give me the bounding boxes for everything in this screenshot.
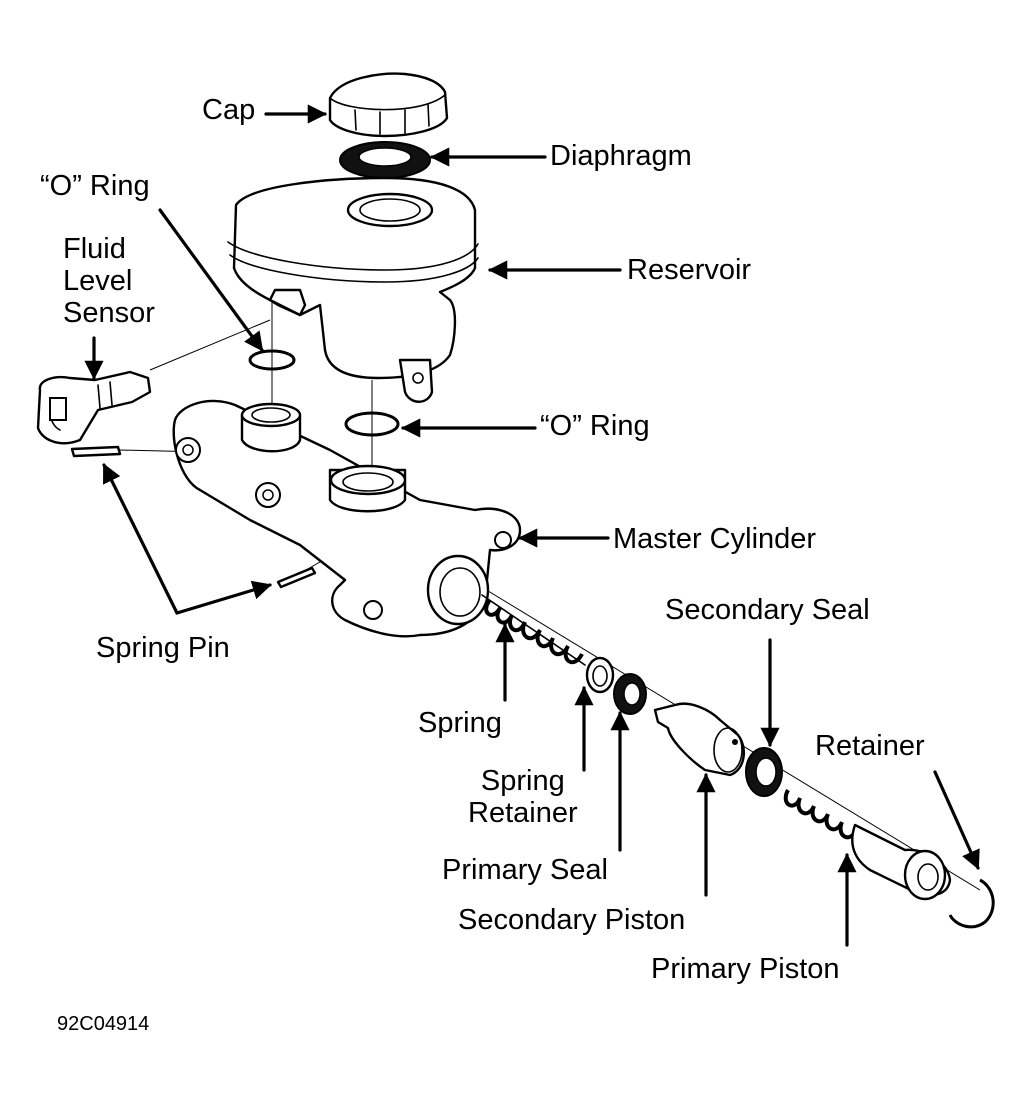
diaphragm-part bbox=[339, 141, 431, 179]
spring-part bbox=[481, 594, 586, 666]
secondary-seal-label: Secondary Seal bbox=[665, 594, 870, 626]
spring-label: Spring bbox=[418, 707, 502, 739]
cap-part bbox=[328, 72, 449, 138]
cap-label: Cap bbox=[202, 94, 256, 126]
master-cylinder-body-part bbox=[172, 399, 522, 638]
primary-seal-part bbox=[613, 673, 647, 715]
o-ring-upper-part bbox=[248, 349, 296, 371]
retainer-clip-part bbox=[948, 878, 995, 929]
secondary-seal-part bbox=[745, 747, 783, 797]
fluid-level-sensor-label: Fluid Level Sensor bbox=[63, 233, 155, 329]
secondary-piston-part bbox=[653, 702, 746, 777]
spring-retainer-part bbox=[585, 656, 615, 694]
leader-arrows bbox=[84, 104, 980, 947]
master-cylinder-label: Master Cylinder bbox=[613, 523, 817, 555]
reservoir-part bbox=[227, 176, 479, 403]
o-ring-lower-part bbox=[344, 411, 400, 437]
primary-piston-part bbox=[783, 789, 952, 901]
o-ring-lower-label: “O” Ring bbox=[540, 410, 650, 442]
spring-pin-label: Spring Pin bbox=[96, 632, 230, 664]
primary-seal-label: Primary Seal bbox=[442, 854, 608, 886]
diaphragm-label: Diaphragm bbox=[550, 140, 692, 172]
reservoir-label: Reservoir bbox=[627, 254, 752, 286]
primary-piston-label: Primary Piston bbox=[651, 953, 840, 985]
fluid-level-sensor-part bbox=[36, 370, 152, 445]
o-ring-upper-label: “O” Ring bbox=[40, 170, 150, 202]
spring-pins-part bbox=[70, 445, 317, 589]
figure-id: 92C04914 bbox=[57, 1013, 150, 1035]
spring-retainer-label: Spring Retainer bbox=[468, 765, 578, 829]
retainer-label: Retainer bbox=[815, 730, 925, 762]
secondary-piston-label: Secondary Piston bbox=[458, 904, 686, 936]
